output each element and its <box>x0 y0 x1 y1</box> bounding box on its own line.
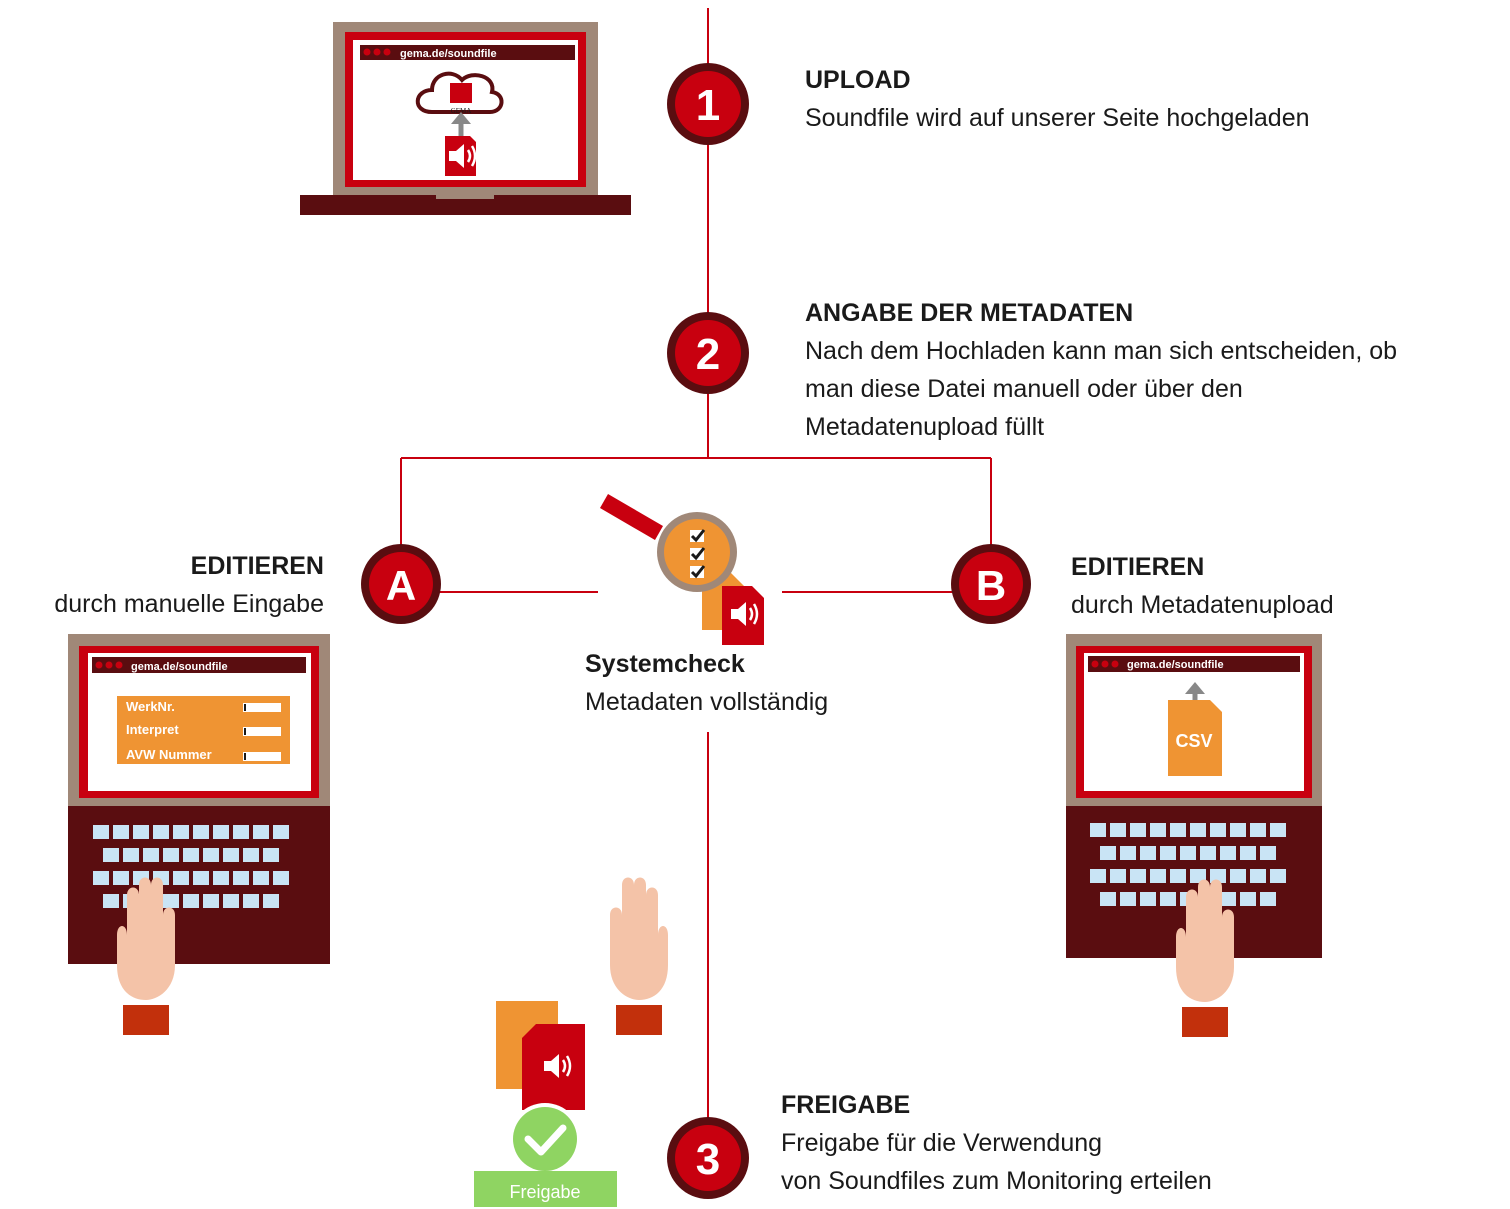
branch-badge-label: A <box>386 562 416 609</box>
browser-url-b: gema.de/soundfile <box>1127 659 1224 671</box>
csv-upload-laptop-illustration: gema.de/soundfile CSV <box>1066 634 1322 1037</box>
form-field-label: Interpret <box>126 722 179 737</box>
branch-a-text: EDITIEREN durch manuelle Eingabe <box>12 547 324 623</box>
step-description: Soundfile wird auf unserer Seite hochgel… <box>805 104 1310 132</box>
upload-laptop-illustration: gema.de/soundfile GEMA <box>300 22 631 215</box>
step-badge-label: 2 <box>696 330 720 379</box>
systemcheck-subtitle: Metadaten vollständig <box>585 688 829 716</box>
step-description: Nach dem Hochladen kann man sich entsche… <box>805 337 1398 365</box>
step-description: Freigabe für die Verwendung <box>781 1129 1103 1157</box>
step-description: man diese Datei manuell oder über den <box>805 375 1243 403</box>
systemcheck-text: Systemcheck Metadaten vollständig <box>585 645 828 721</box>
branch-badge-label: B <box>976 562 1006 609</box>
form-field-label: AVW Nummer <box>126 747 212 762</box>
branch-subtitle: durch manuelle Eingabe <box>54 590 324 618</box>
step-badge-2: 2 <box>667 312 749 394</box>
step-title: ANGABE DER METADATEN <box>805 299 1134 327</box>
systemcheck-magnifier-illustration <box>600 494 764 645</box>
browser-url: gema.de/soundfile <box>400 48 497 60</box>
branch-badge-b: B <box>951 544 1031 624</box>
step-badge-3: 3 <box>667 1117 749 1199</box>
step-description: Metadatenupload füllt <box>805 413 1045 441</box>
freigabe-approval-illustration: Freigabe <box>474 1001 617 1207</box>
step-2-text: ANGABE DER METADATEN Nach dem Hochladen … <box>805 294 1397 446</box>
step-badge-1: 1 <box>667 63 749 145</box>
branch-subtitle: durch Metadatenupload <box>1071 591 1334 619</box>
systemcheck-title: Systemcheck <box>585 650 745 678</box>
branch-title: EDITIEREN <box>190 552 324 580</box>
form-field-label: WerkNr. <box>126 699 175 714</box>
branch-badge-a: A <box>361 544 441 624</box>
step-title: FREIGABE <box>781 1091 911 1119</box>
branch-b-text: EDITIEREN durch Metadatenupload <box>1071 548 1334 624</box>
csv-label: CSV <box>1175 731 1212 751</box>
step-badge-label: 1 <box>696 81 720 130</box>
step-description: von Soundfiles zum Monitoring erteilen <box>781 1167 1212 1195</box>
browser-url-a: gema.de/soundfile <box>131 661 228 673</box>
manual-entry-laptop-illustration: gema.de/soundfile WerkNr. Interpret AVW … <box>68 634 668 1035</box>
logo-text: GEMA <box>451 107 472 115</box>
branch-title: EDITIEREN <box>1071 553 1205 581</box>
step-1-text: UPLOAD Soundfile wird auf unserer Seite … <box>805 61 1310 137</box>
step-3-text: FREIGABE Freigabe für die Verwendung von… <box>781 1086 1212 1200</box>
approve-label: Freigabe <box>509 1182 580 1202</box>
step-badge-label: 3 <box>696 1135 720 1184</box>
step-title: UPLOAD <box>805 66 911 94</box>
